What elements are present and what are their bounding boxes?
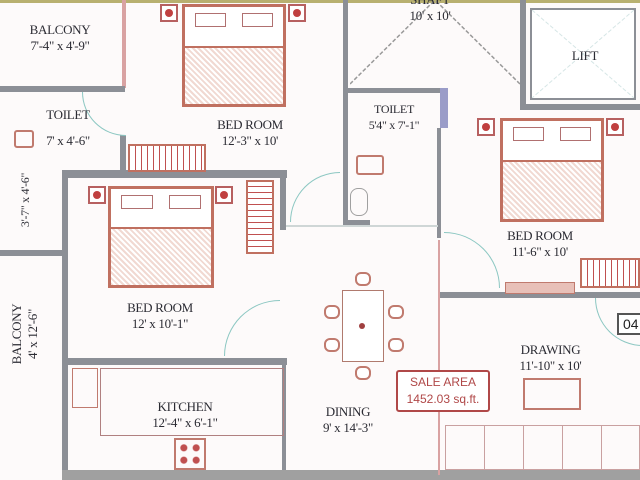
wall <box>345 88 440 93</box>
room-name: BED ROOM <box>217 117 283 132</box>
basin-icon <box>350 188 368 216</box>
chair-icon <box>324 338 340 352</box>
room-label-bedroom-top: BED ROOM 12'-3" x 10' <box>195 117 305 149</box>
sale-area-value: 1452.03 sq.ft. <box>406 392 480 406</box>
bed-icon <box>500 118 604 222</box>
nightstand-icon <box>215 186 233 204</box>
room-name: DRAWING <box>520 342 581 357</box>
door-swing <box>224 300 280 356</box>
sale-area-box: SALE AREA 1452.03 sq.ft. <box>396 370 490 412</box>
room-name: DINING <box>325 404 371 419</box>
door-swing <box>290 172 340 222</box>
room-label-shaft: SHAFT 10' x 10' <box>380 0 480 24</box>
chair-icon <box>388 338 404 352</box>
room-name: KITCHEN <box>157 399 213 414</box>
shaft-diagonals <box>350 0 520 85</box>
wall <box>122 0 126 88</box>
nightstand-icon <box>160 4 178 22</box>
wall <box>62 170 287 178</box>
room-size: 12'-3" x 10' <box>221 133 279 148</box>
wall <box>345 220 370 225</box>
room-name: TOILET <box>374 102 414 116</box>
room-size-toilet-small: 3'-7" x 4'-6" <box>18 172 32 228</box>
wall <box>280 175 286 230</box>
bed-icon <box>108 186 214 288</box>
tv-unit-icon <box>523 378 581 410</box>
room-label-bedroom-right: BED ROOM 11'-6" x 10' <box>485 228 595 260</box>
nightstand-icon <box>606 118 624 136</box>
chair-icon <box>355 366 371 380</box>
room-size: 5'4" x 7'-1" <box>368 118 420 132</box>
room-label-kitchen: KITCHEN 12'-4" x 6'-1" <box>130 399 240 431</box>
room-size: 11'-6" x 10' <box>512 244 568 259</box>
room-size: 12'-4" x 6'-1" <box>152 415 218 430</box>
wall <box>520 0 526 110</box>
wall <box>0 86 125 92</box>
room-name: BALCONY <box>29 22 91 37</box>
bed-icon <box>182 4 286 107</box>
room-label-lift: LIFT <box>550 48 620 64</box>
sale-area-label: SALE AREA <box>409 375 477 389</box>
room-label-bedroom-left: BED ROOM 12' x 10'-1" <box>105 300 215 332</box>
wall <box>520 104 640 110</box>
wall <box>120 135 126 175</box>
room-label-balcony-left: BALCONY 4' x 12'-6" <box>9 284 41 384</box>
wardrobe-icon <box>246 180 274 254</box>
wall <box>286 225 438 227</box>
room-name: LIFT <box>571 48 599 63</box>
sink-icon <box>72 368 98 408</box>
room-size: 9' x 14'-3" <box>322 420 374 435</box>
wall <box>440 88 448 128</box>
wc-icon <box>356 155 384 175</box>
wardrobe-icon <box>128 144 206 172</box>
wall <box>437 128 441 238</box>
room-size: 7'-4" x 4'-9" <box>30 38 90 53</box>
wall <box>343 0 348 225</box>
unit-number-badge: 04 <box>617 313 640 335</box>
wall <box>440 292 640 298</box>
room-size: 7' x 4'-6" <box>46 133 90 148</box>
wall <box>282 360 286 470</box>
room-size: 11'-10" x 10' <box>519 358 582 373</box>
wc-icon <box>14 130 34 148</box>
wall <box>62 170 68 480</box>
room-name: TOILET <box>46 107 90 122</box>
room-name: BALCONY <box>9 303 24 365</box>
console-icon <box>505 282 575 294</box>
chair-icon <box>355 272 371 286</box>
room-label-toilet-left: TOILET 7' x 4'-6" <box>28 107 108 149</box>
room-label-toilet-right: TOILET 5'4" x 7'-1" <box>348 101 440 133</box>
chair-icon <box>388 305 404 319</box>
room-name: BED ROOM <box>127 300 193 315</box>
room-name: SHAFT <box>380 0 480 8</box>
lift-diagonals <box>532 10 634 98</box>
wall <box>62 358 287 365</box>
wall <box>0 0 640 3</box>
wall <box>438 240 440 475</box>
room-size: 12' x 10'-1" <box>131 316 189 331</box>
room-label-balcony-top: BALCONY 7'-4" x 4'-9" <box>10 22 110 54</box>
nightstand-icon <box>477 118 495 136</box>
stove-icon <box>174 438 206 470</box>
chair-icon <box>324 305 340 319</box>
wall <box>0 250 66 256</box>
room-name: BED ROOM <box>507 228 573 243</box>
wardrobe-icon <box>580 258 640 288</box>
sofa-icon <box>445 425 640 470</box>
wall <box>62 470 640 480</box>
room-size: 10' x 10' <box>409 8 451 23</box>
kitchen-counter <box>100 368 284 436</box>
room-label-drawing: DRAWING 11'-10" x 10' <box>498 342 603 374</box>
dining-table-icon <box>342 290 384 362</box>
nightstand-icon <box>288 4 306 22</box>
room-size: 4' x 12'-6" <box>25 308 40 360</box>
room-label-dining: DINING 9' x 14'-3" <box>298 404 398 436</box>
nightstand-icon <box>88 186 106 204</box>
